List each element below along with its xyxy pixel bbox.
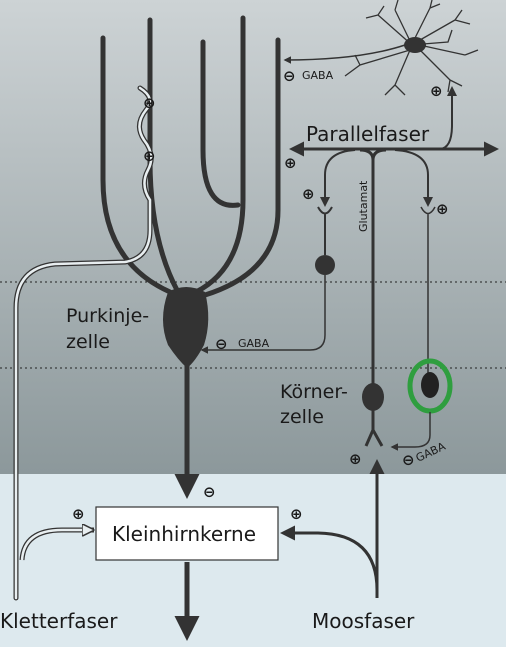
plus-sign-kletterfaser-lower: ⊕	[143, 147, 156, 165]
label-moosfaser: Moosfaser	[312, 609, 415, 633]
label-parallelfaser: Parallelfaser	[306, 122, 430, 146]
purkinje-dendrites	[100, 15, 281, 298]
minus-sign-purkinje: ⊖	[215, 335, 228, 353]
plus-sign-moosfaser-nuclei: ⊕	[290, 505, 303, 523]
label-gaba-purkinje: GABA	[238, 337, 270, 350]
moosfaser-collateral-arrow	[280, 525, 379, 591]
plus-sign-moosfaser-koerner: ⊕	[349, 450, 362, 468]
label-koerner-line1: Körner-	[280, 381, 348, 403]
plus-sign-golgi-synapse: ⊕	[436, 200, 449, 218]
label-glutamat: Glutamat	[357, 180, 370, 232]
label-kletterfaser: Kletterfaser	[0, 609, 118, 633]
minus-sign-stellate: ⊖	[283, 67, 296, 85]
stellate-cell-axon	[283, 44, 406, 64]
stellate-cell-soma	[404, 37, 426, 53]
label-kleinhirnkerne: Kleinhirnkerne	[112, 522, 256, 546]
plus-sign-basket-synapse: ⊕	[302, 185, 315, 203]
plus-sign-stellate-input: ⊕	[430, 82, 443, 100]
plus-sign-kletterfaser-upper: ⊕	[143, 94, 156, 112]
golgi-cell-soma	[421, 372, 439, 398]
minus-sign-nuclei: ⊖	[203, 483, 216, 501]
basket-cell-soma	[315, 255, 335, 275]
koernerzelle-axon	[359, 148, 387, 392]
kleinhirnkerne-box	[95, 506, 279, 561]
stellate-input-from-parallelfaser	[439, 86, 457, 150]
label-purkinje-line1: Purkinje-	[66, 305, 149, 327]
golgi-cell-synapse	[420, 206, 436, 376]
purkinje-soma	[163, 287, 209, 368]
plus-sign-parallelfaser: ⊕	[284, 154, 297, 172]
basket-cell-branch	[320, 149, 356, 207]
koernerzelle-dendrites	[364, 410, 384, 447]
golgi-cell-axon	[390, 412, 431, 451]
stellate-cell	[344, 0, 479, 96]
label-koerner-line2: zelle	[280, 406, 324, 428]
koernerzelle-soma	[362, 383, 384, 411]
basket-cell-synapse	[317, 206, 333, 255]
plus-sign-kletterfaser-nuclei: ⊕	[72, 505, 85, 523]
label-purkinje-line2: zelle	[66, 331, 110, 353]
golgi-cell-highlight-ring	[407, 358, 453, 414]
minus-sign-golgi: ⊖	[402, 451, 415, 469]
molecular-layer-background	[0, 0, 506, 474]
label-gaba-top: GABA	[302, 69, 334, 82]
golgi-cell-branch	[394, 149, 433, 207]
basket-cell-axon	[200, 275, 326, 354]
